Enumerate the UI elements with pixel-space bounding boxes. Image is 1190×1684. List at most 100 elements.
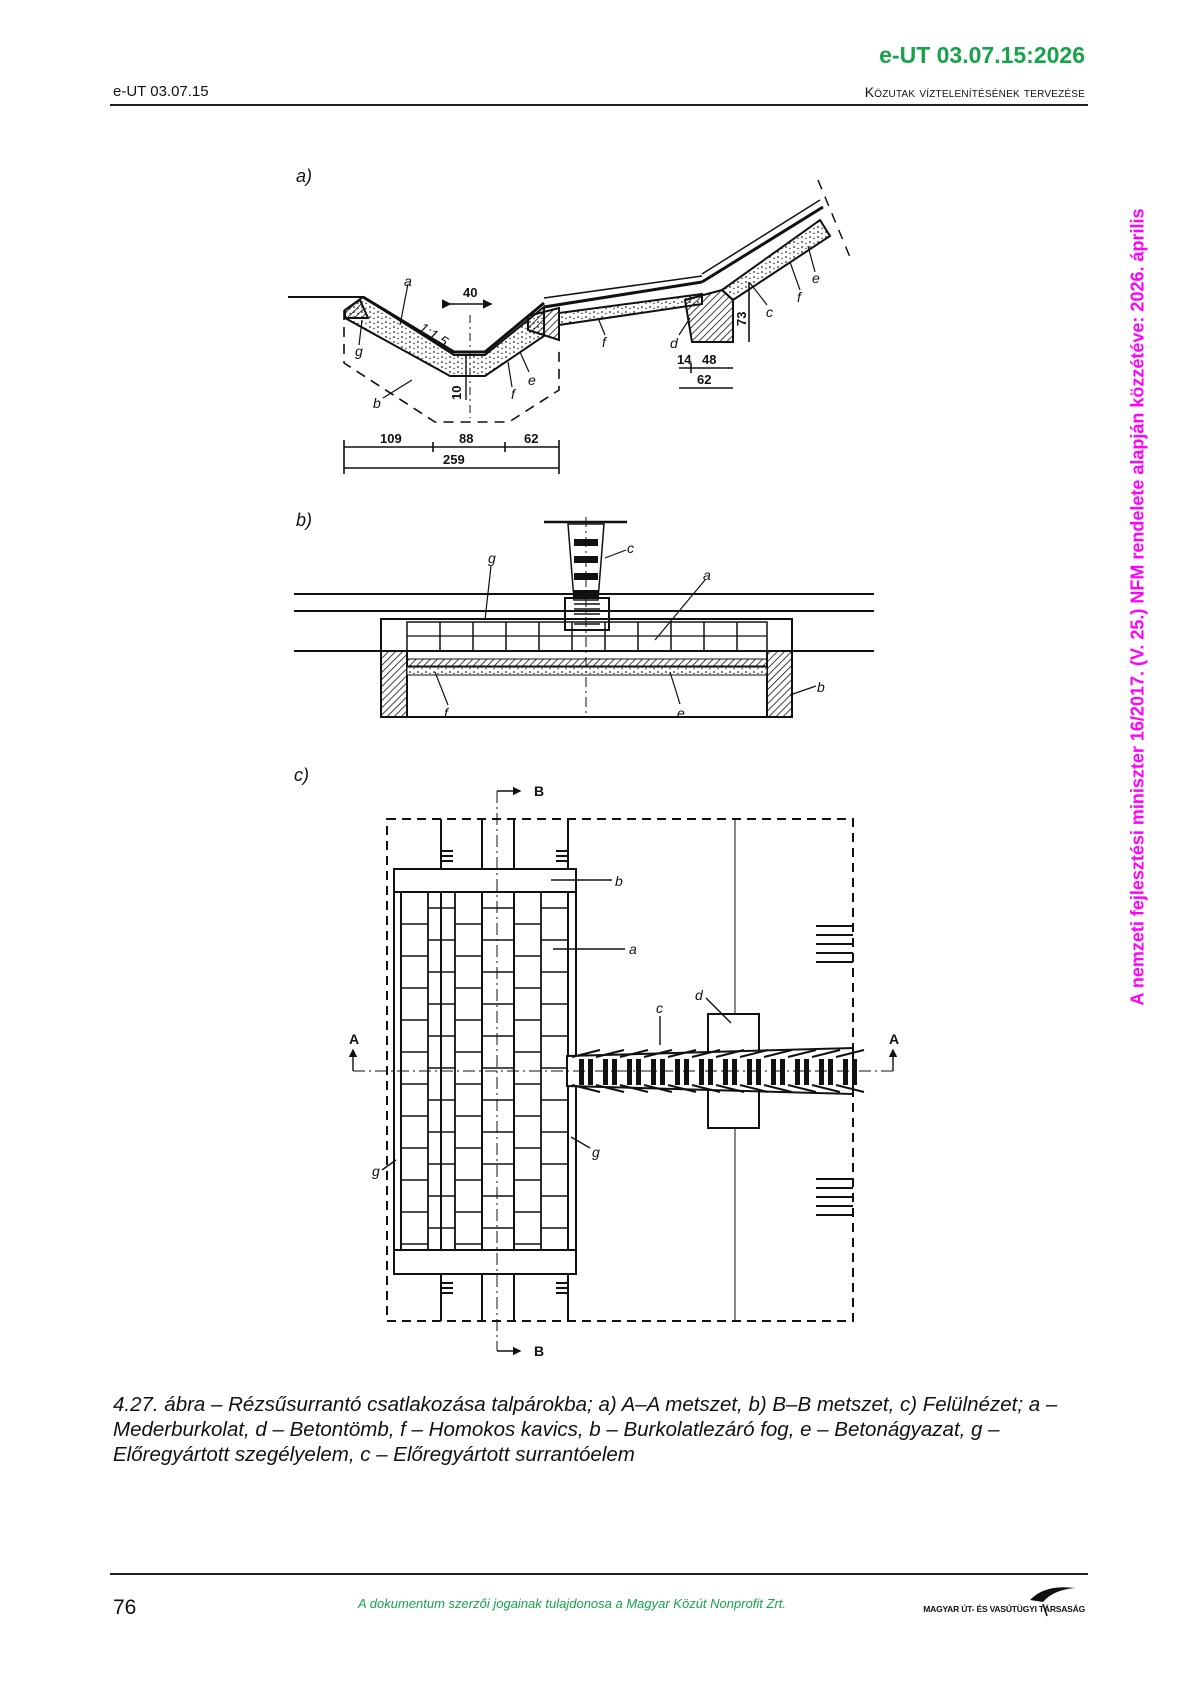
dim-88: 88 (459, 431, 473, 446)
chute-rib (675, 1059, 680, 1085)
chute-edge (571, 1084, 601, 1093)
chute-rib (852, 1059, 857, 1085)
chute-rib (843, 1059, 848, 1085)
edge-element-right (527, 306, 560, 342)
chute-edge (619, 1049, 649, 1058)
footer-divider (110, 1573, 1088, 1575)
chute-edge (667, 1084, 697, 1093)
chute-edge (643, 1084, 673, 1093)
chute-rib (651, 1059, 656, 1085)
label-f: f (602, 334, 608, 350)
chute-edge (763, 1084, 793, 1093)
concrete-block-d (683, 288, 734, 343)
section-marker-a-right: A (889, 1031, 899, 1047)
chute-edge (835, 1049, 865, 1058)
label-d: d (695, 987, 704, 1003)
label-f: f (511, 386, 517, 402)
chute-rib (588, 1059, 593, 1085)
section-a-drawing: a) (288, 166, 853, 474)
slope-marks (441, 850, 853, 1294)
chute-rib (579, 1059, 584, 1085)
chute-element-c (564, 523, 610, 631)
chute-rib (684, 1059, 689, 1085)
label-b: b (373, 395, 381, 411)
section-a-title: a) (296, 166, 312, 186)
chute-edge (619, 1084, 649, 1093)
section-c-title: c) (294, 765, 309, 785)
label-f: f (444, 705, 450, 721)
chute-edge (667, 1049, 697, 1058)
copyright-notice: A dokumentum szerzői jogainak tulajdonos… (358, 1596, 787, 1611)
sealing-tooth-left (380, 650, 408, 718)
end-cap-bottom-b (393, 1249, 577, 1275)
chute-edge (571, 1049, 601, 1058)
label-b: b (615, 873, 623, 889)
label-g: g (355, 343, 363, 359)
header-standard-id: e-UT 03.07.15 (113, 83, 209, 100)
header-chapter-title: Közutak víztelenítésének tervezése (864, 84, 1085, 100)
label-f: f (797, 289, 803, 305)
sealing-tooth-right (766, 650, 793, 718)
section-b-title: b) (296, 510, 312, 530)
chute-rib (771, 1059, 776, 1085)
chute-edge (691, 1049, 721, 1058)
chute-edge (739, 1049, 769, 1058)
section-marker-a-left: A (349, 1031, 359, 1047)
section-marker-b-bottom: B (534, 1343, 544, 1359)
chute-rib (627, 1059, 632, 1085)
chute-edge (595, 1084, 625, 1093)
chute-rib (804, 1059, 809, 1085)
chute-rib (660, 1059, 665, 1085)
sealing-outline-dashed (386, 818, 854, 1322)
page-number: 76 (113, 1596, 137, 1619)
chute-rib (828, 1059, 833, 1085)
dim-40: 40 (463, 285, 477, 300)
label-a: a (703, 567, 711, 583)
dim-259: 259 (443, 452, 465, 467)
berm-lining (543, 280, 703, 309)
chute-rib (819, 1059, 824, 1085)
chute-edge (643, 1049, 673, 1058)
chute-rib (708, 1059, 713, 1085)
dim-10: 10 (449, 386, 464, 400)
chute-edge (715, 1049, 745, 1058)
chute-rib (780, 1059, 785, 1085)
chute-rib (795, 1059, 800, 1085)
chute-end (564, 597, 610, 631)
chute-rib (636, 1059, 641, 1085)
label-g: g (488, 550, 496, 566)
chute-rib (723, 1059, 728, 1085)
label-g: g (372, 1163, 380, 1179)
label-c: c (656, 1000, 663, 1016)
label-a: a (629, 941, 637, 957)
chute-rib (612, 1059, 617, 1085)
label-c: c (627, 540, 634, 556)
dim-109: 109 (380, 431, 402, 446)
chute-edge (739, 1084, 769, 1093)
label-e: e (812, 270, 820, 286)
section-b-drawing: b) g c a f e b (294, 510, 874, 721)
dim-14: 14 (677, 352, 692, 367)
label-e: e (528, 372, 536, 388)
label-g: g (592, 1144, 600, 1160)
header-divider (110, 104, 1088, 106)
chute-profile (567, 523, 605, 601)
label-c: c (766, 304, 773, 320)
chute-rib (732, 1059, 737, 1085)
chute-edge (715, 1084, 745, 1093)
berm-gravel (558, 292, 703, 327)
dim-48: 48 (702, 352, 716, 367)
bed-paving-a (406, 621, 768, 652)
edge-element-left (344, 298, 370, 319)
document-code: e-UT 03.07.15:2026 (879, 42, 1085, 68)
dim-62: 62 (524, 431, 538, 446)
chute-rib (747, 1059, 752, 1085)
dim-62: 62 (697, 372, 711, 387)
chute-rib (756, 1059, 761, 1085)
chute-edge (787, 1049, 817, 1058)
section-c-drawing: c) B B (294, 765, 899, 1359)
label-a: a (404, 273, 412, 289)
society-logo: MAGYAR ÚT- ÉS VASÚTÜGYI TÁRSASÁG (923, 1582, 1085, 1618)
